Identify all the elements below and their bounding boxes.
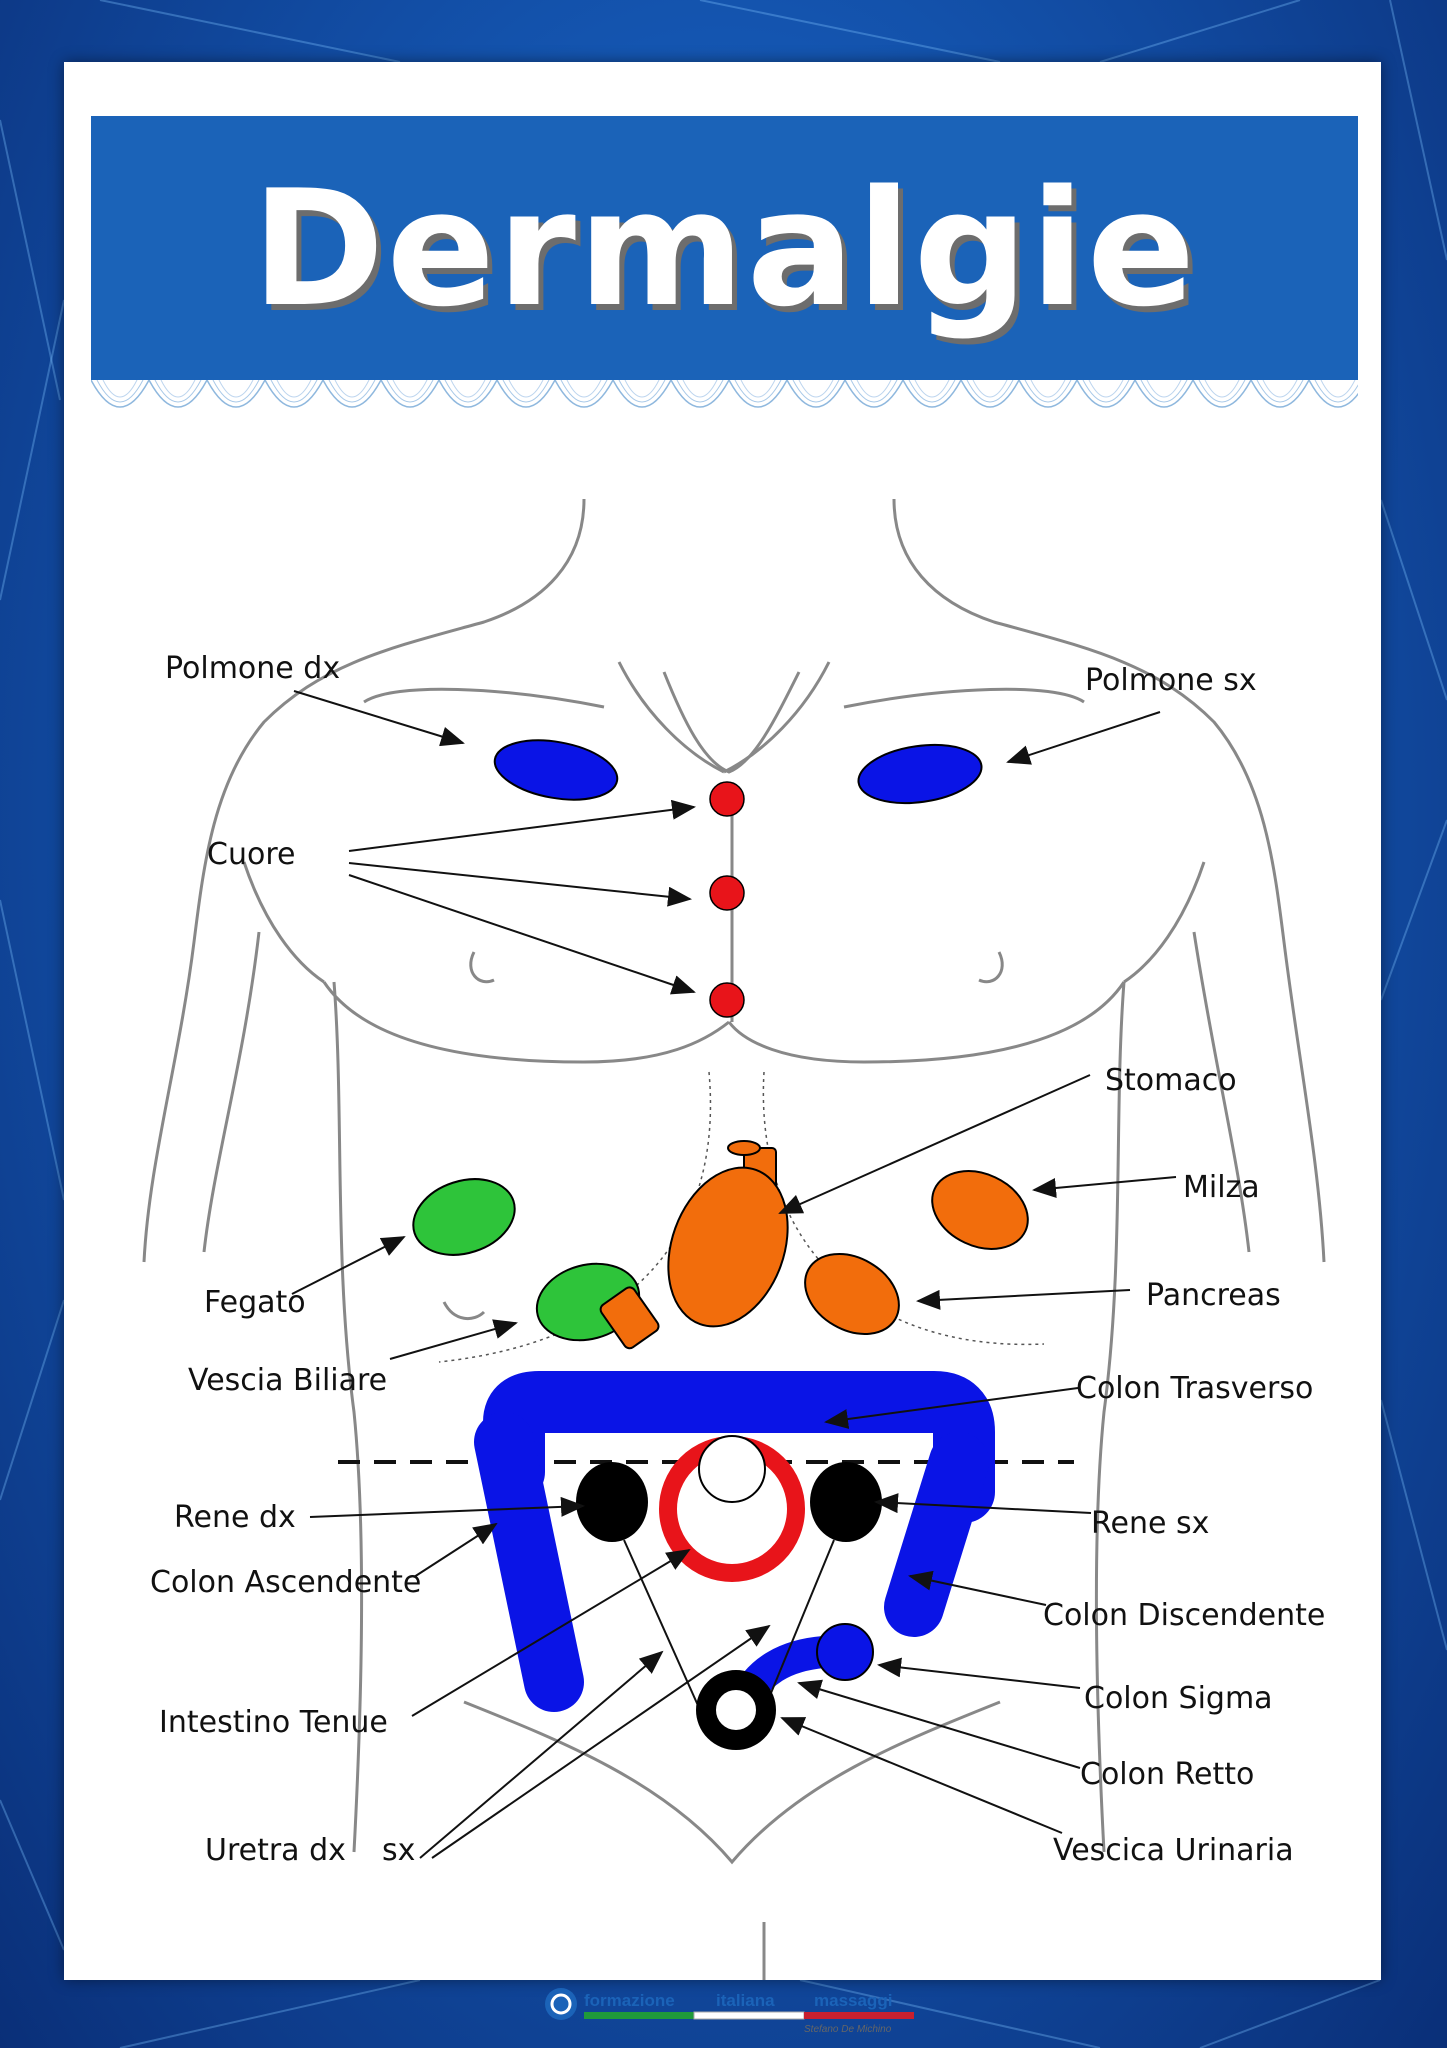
label-polmone-sx: Polmone sx (1085, 663, 1257, 698)
label-intestino-tenue: Intestino Tenue (159, 1705, 388, 1740)
lung-right-shape (493, 739, 619, 801)
label-colon-discendente: Colon Discendente (1043, 1598, 1325, 1633)
title-banner: Dermalgie (91, 116, 1358, 380)
label-uretra-sx: sx (382, 1833, 415, 1868)
kidney-right-shape (576, 1462, 648, 1542)
label-vescica-urinaria: Vescica Urinaria (1053, 1833, 1294, 1868)
torso-outline (142, 498, 1326, 1980)
label-rene-dx: Rene dx (174, 1500, 296, 1535)
label-cuore: Cuore (207, 837, 295, 872)
label-colon-ascendente: Colon Ascendente (150, 1565, 421, 1600)
label-colon-sigma: Colon Sigma (1084, 1681, 1273, 1716)
label-polmone-dx: Polmone dx (165, 651, 340, 686)
label-pancreas: Pancreas (1146, 1278, 1281, 1313)
heart-point-upper (709, 781, 745, 817)
label-rene-sx: Rene sx (1091, 1506, 1209, 1541)
heart-point-lower (709, 982, 745, 1018)
body-diagram: Polmone dx Polmone sx Cuore Stomaco Milz… (142, 498, 1326, 1980)
stomach-shape (599, 1140, 789, 1350)
pancreas-shape (804, 1253, 900, 1335)
colon-sigma-shape (816, 1623, 874, 1681)
footer-word-massaggi: massaggi (814, 1991, 892, 2010)
liver-shape (412, 1178, 516, 1256)
footer-word-italiana: italiana (716, 1991, 775, 2010)
umbilicus-shape (698, 1435, 766, 1503)
label-colon-retto: Colon Retto (1080, 1757, 1254, 1792)
label-stomaco: Stomaco (1105, 1063, 1237, 1098)
bladder-shape (696, 1670, 776, 1750)
label-vescia-biliare: Vescia Biliare (188, 1363, 387, 1398)
page-title: Dermalgie (251, 154, 1198, 342)
spleen-shape (931, 1170, 1029, 1250)
lung-left-shape (857, 743, 983, 805)
heart-point-middle (709, 875, 745, 911)
footer-word-formazione: formazione (584, 1991, 675, 2010)
kidney-left-shape (810, 1462, 882, 1542)
poster-card: Dermalgie (64, 62, 1381, 2035)
footer-author: Stefano De Michino (804, 2024, 892, 2035)
label-colon-trasverso: Colon Trasverso (1076, 1371, 1313, 1406)
label-fegato: Fegato (204, 1285, 306, 1320)
label-milza: Milza (1183, 1170, 1260, 1205)
label-uretra-dx: Uretra dx (205, 1833, 346, 1868)
lace-border (91, 380, 1358, 422)
logo-mark-icon (545, 1988, 577, 2020)
footer-logo: formazione italiana massaggi Stefano De … (545, 1988, 914, 2035)
